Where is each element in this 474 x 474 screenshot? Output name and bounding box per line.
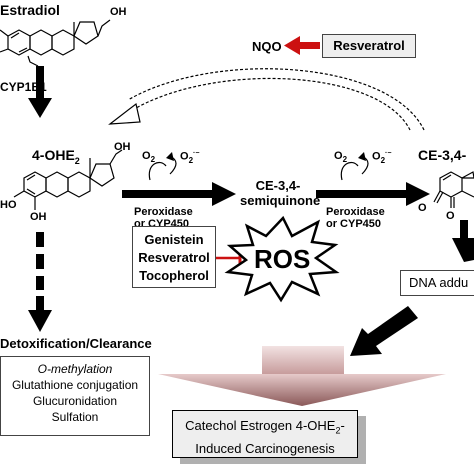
quinone-label: CE-3,4- xyxy=(418,147,467,163)
resveratrol-box: Resveratrol xyxy=(322,34,416,58)
oh-bottom-label: OH xyxy=(30,211,47,223)
detox-title: Detoxification/Clearance xyxy=(0,336,152,351)
detox-item: O-methylation xyxy=(37,362,113,376)
arrow-dna xyxy=(452,220,474,262)
arrow-dna-carcino xyxy=(350,306,418,356)
detox-item: Glucuronidation xyxy=(32,394,118,408)
dna-adducts-box: DNA addu xyxy=(400,270,474,296)
semiquinone-label: CE-3,4-semiquinone xyxy=(240,178,321,208)
oh-mid-label: OH xyxy=(114,141,131,153)
carcinogenesis-box: Catechol Estrogen 4-OHE2- Induced Carcin… xyxy=(172,410,358,458)
nqo-label: NQO xyxy=(252,39,282,54)
quinone-structure xyxy=(433,171,474,208)
estradiol-label: Estradiol xyxy=(0,2,60,18)
carcino-line-2: Induced Carcinogenesis xyxy=(195,440,335,456)
ros-starburst xyxy=(224,215,340,303)
inhibitor-item: Resveratrol xyxy=(138,250,210,265)
arrow-cyp1b1 xyxy=(28,66,52,118)
arrow-detox xyxy=(28,232,52,332)
detox-box: O-methylation Glutathione conjugation Gl… xyxy=(0,356,150,436)
carcinogenesis-funnel xyxy=(158,346,446,406)
o2-radical-left-label: O2·− xyxy=(180,150,200,165)
oh-top-label: OH xyxy=(110,6,127,18)
ho-label: HO xyxy=(0,199,17,211)
o2-radical-right-label: O2·− xyxy=(372,150,392,165)
o-left-label: O xyxy=(418,202,427,214)
detox-item: Glutathione conjugation xyxy=(11,378,139,392)
o2-left-label: O2 xyxy=(142,150,156,165)
arrow-oxidation-2 xyxy=(316,152,430,206)
o2-right-label: O2 xyxy=(334,150,348,165)
ohe2-structure xyxy=(13,149,123,210)
ros-label: ROS xyxy=(254,244,311,274)
o-right-label: O xyxy=(446,210,455,222)
estradiol-structure xyxy=(0,19,111,67)
arrow-resveratrol-nqo xyxy=(284,36,320,55)
carcino-line-1: Catechol Estrogen 4-OHE2- xyxy=(185,418,345,436)
inhibitor-item: Genistein xyxy=(144,232,204,247)
inhibitors-box: Genistein Resveratrol Tocopherol xyxy=(132,226,216,288)
arrow-oxidation-1 xyxy=(122,152,236,206)
ohe2-label: 4-OHE2 xyxy=(32,147,80,166)
detox-item: Sulfation xyxy=(51,410,99,424)
inhibitor-item: Tocopherol xyxy=(139,268,209,283)
cyp1b1-label: CYP1B1 xyxy=(0,80,47,94)
arrow-redox-cycle xyxy=(108,68,425,131)
